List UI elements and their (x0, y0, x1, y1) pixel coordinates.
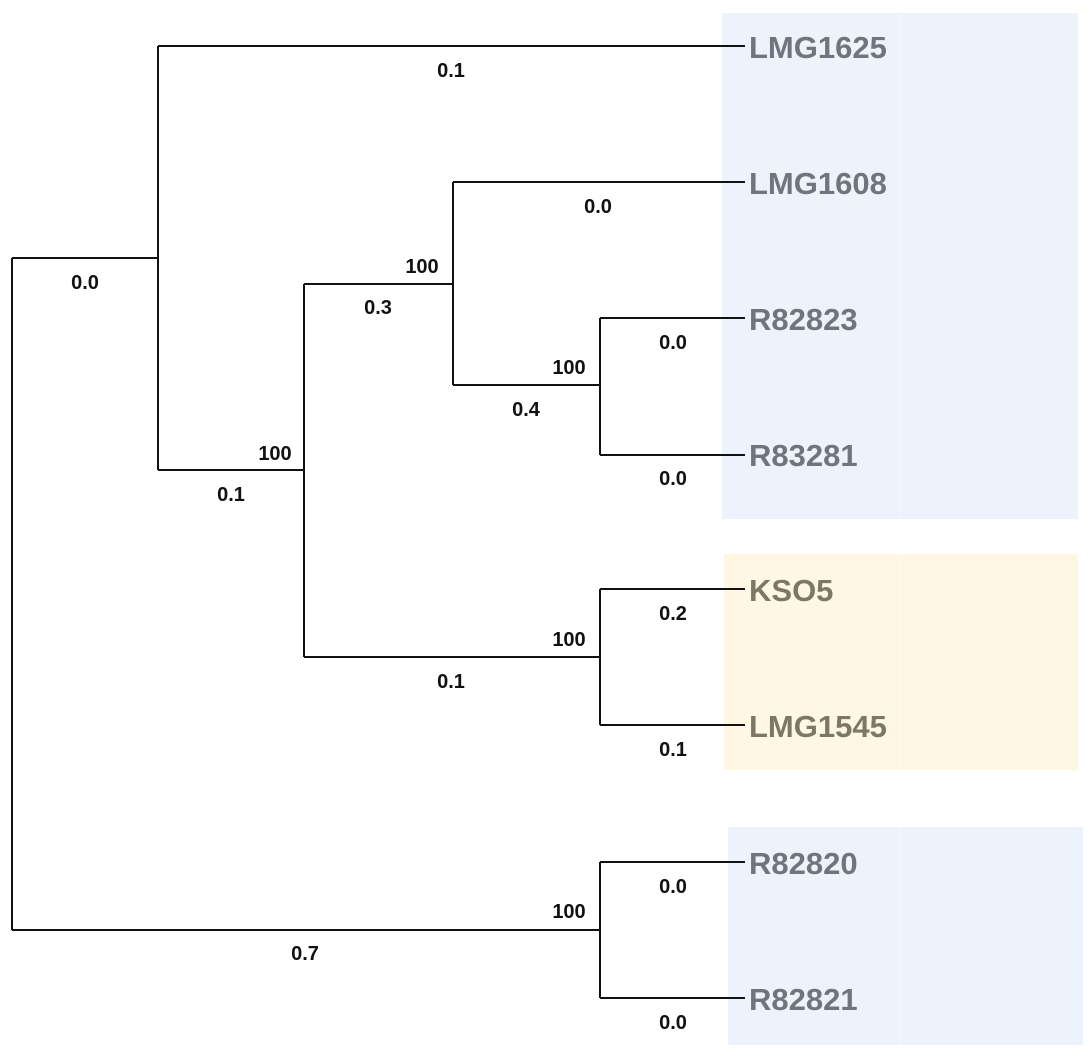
branch-length-lmg1608: 0.0 (584, 196, 612, 218)
branch-length-r83281: 0.0 (659, 468, 687, 490)
branch-length-clade-b: 0.1 (217, 484, 245, 506)
leaf-label-r82823: R82823 (749, 302, 858, 337)
bootstrap-clade-b: 100 (258, 443, 291, 465)
bootstrap-clade-e: 100 (552, 629, 585, 651)
blue-group-band-2-divider (899, 827, 900, 1045)
leaf-label-lmg1545: LMG1545 (749, 709, 887, 744)
branch-length-clade-c: 0.3 (364, 297, 392, 319)
bootstrap-clade-c: 100 (405, 256, 438, 278)
leaf-label-r82821: R82821 (749, 982, 858, 1017)
branch-length-clade-a: 0.0 (71, 272, 99, 294)
branch-length-r82820: 0.0 (659, 876, 687, 898)
branch-length-clade-d: 0.4 (512, 399, 541, 421)
blue-group-band-divider (899, 13, 900, 519)
yellow-group-band-divider (899, 554, 900, 770)
branch-length-kso5: 0.2 (659, 603, 687, 625)
leaf-label-r83281: R83281 (749, 438, 858, 473)
branch-length-lmg1625: 0.1 (437, 60, 465, 82)
blue-group-band-2 (728, 827, 1083, 1045)
yellow-group-band (724, 554, 1078, 770)
bootstrap-clade-d: 100 (552, 357, 585, 379)
branch-length-lmg1545: 0.1 (659, 739, 687, 761)
bootstrap-clade-f: 100 (552, 901, 585, 923)
branch-length-clade-f: 0.7 (291, 943, 319, 965)
leaf-label-r82820: R82820 (749, 846, 858, 881)
branch-length-clade-e: 0.1 (437, 671, 465, 693)
leaf-label-lmg1625: LMG1625 (749, 30, 887, 65)
branch-length-r82821: 0.0 (659, 1012, 687, 1034)
leaf-label-kso5: KSO5 (749, 573, 833, 608)
leaf-label-lmg1608: LMG1608 (749, 166, 887, 201)
branch-length-r82823: 0.0 (659, 332, 687, 354)
